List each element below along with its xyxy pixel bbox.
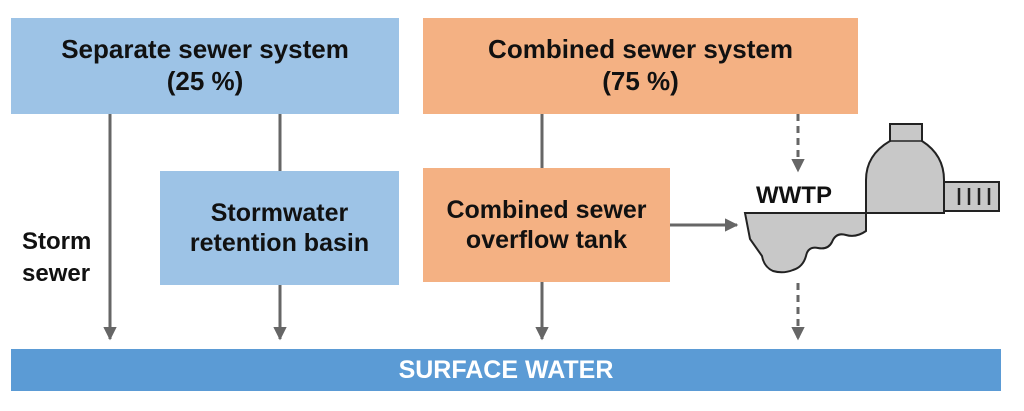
storm-sewer-line2: sewer — [22, 259, 91, 287]
surface-water-bar: SURFACE WATER — [11, 349, 1001, 391]
surface-water-label: SURFACE WATER — [398, 355, 614, 384]
storm-sewer-line1: Storm — [22, 228, 92, 255]
stormwater-retention-basin-box: Stormwater retention basin — [160, 171, 399, 285]
storm-sewer-label: Storm sewer — [22, 226, 91, 290]
wwtp-label: WWTP — [756, 182, 832, 209]
combined-sewer-system-box: Combined sewer system (75 %) — [423, 18, 858, 114]
overflow-tank-line2: overflow tank — [465, 226, 628, 254]
combined-system-share: (75 %) — [602, 66, 679, 96]
wwtp-basin-shape — [743, 212, 867, 274]
overflow-tank-line1: Combined sewer — [446, 195, 647, 224]
retention-basin-line2: retention basin — [189, 229, 370, 257]
wwtp-settling-tank — [943, 181, 1000, 212]
combined-system-title: Combined sewer system — [488, 34, 793, 65]
combined-sewer-overflow-tank-box: Combined sewer overflow tank — [423, 168, 670, 282]
wwtp-plant-icon — [743, 123, 1000, 274]
retention-basin-line1: Stormwater — [210, 198, 349, 227]
wwtp-digester-shape — [865, 123, 945, 214]
separate-sewer-system-box: Separate sewer system (25 %) — [11, 18, 399, 114]
separate-system-share: (25 %) — [166, 66, 244, 96]
separate-system-title: Separate sewer system — [61, 34, 349, 65]
